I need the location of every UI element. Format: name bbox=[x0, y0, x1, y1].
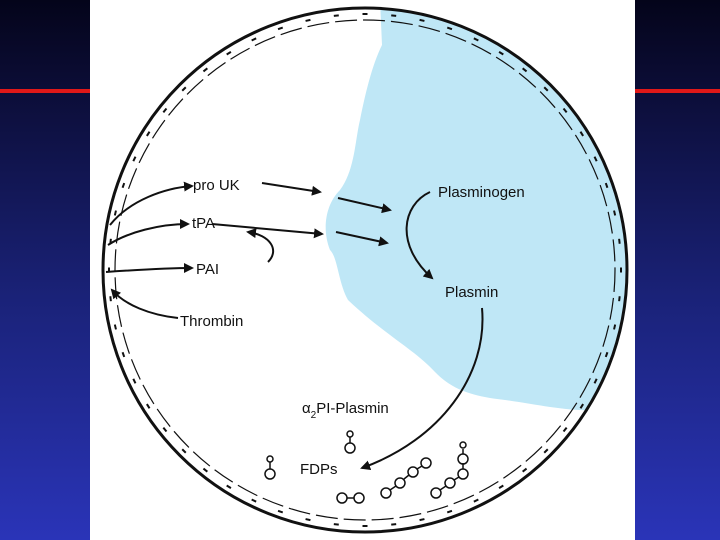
arrow-pro-uk-to-clot bbox=[261, 182, 322, 196]
cell-nucleus-mark bbox=[202, 67, 208, 73]
cell-nucleus-mark bbox=[618, 296, 621, 302]
fragment-icon-3 bbox=[336, 492, 365, 504]
cell-nucleus-mark bbox=[613, 210, 617, 216]
cell-nucleus-mark bbox=[362, 525, 368, 527]
cell-nucleus-mark bbox=[620, 267, 622, 273]
cell-nucleus-mark bbox=[593, 378, 598, 384]
arrow-plasmin-to-fdps bbox=[360, 307, 484, 470]
cell-nucleus-mark bbox=[391, 14, 397, 17]
cell-nucleus-mark bbox=[473, 498, 479, 503]
cell-nucleus-mark bbox=[391, 523, 397, 526]
cell-nucleus-mark bbox=[251, 37, 257, 42]
cell-nucleus-mark bbox=[132, 378, 137, 384]
fragment-icon-1 bbox=[264, 455, 276, 480]
label-pai: PAI bbox=[196, 261, 219, 278]
arrow-clot-in-1 bbox=[337, 197, 392, 214]
cell-nucleus-mark bbox=[522, 467, 528, 473]
cell-nucleus-mark bbox=[226, 51, 232, 56]
cell-nucleus-mark bbox=[498, 484, 504, 489]
fragment-icon-2 bbox=[344, 430, 356, 454]
fibrinolysis-diagram: pro UK tPA PAI Thrombin Plasminogen Plas… bbox=[101, 6, 629, 534]
label-thrombin: Thrombin bbox=[180, 313, 243, 330]
arrow-pai-inhibits-tpa bbox=[246, 228, 275, 263]
cell-nucleus-mark bbox=[146, 131, 151, 137]
cell-nucleus-mark bbox=[543, 86, 549, 92]
fragment-chain-2 bbox=[430, 441, 469, 499]
cell-nucleus-mark bbox=[604, 182, 609, 189]
cell-nucleus-mark bbox=[579, 403, 584, 409]
cell-nucleus-mark bbox=[121, 351, 126, 358]
cell-nucleus-mark bbox=[579, 131, 584, 137]
cell-nucleus-mark bbox=[277, 509, 284, 514]
endothelial-ring bbox=[101, 6, 629, 534]
cell-nucleus-mark bbox=[181, 86, 187, 92]
cell-nucleus-mark bbox=[419, 18, 425, 22]
label-pro-uk: pro UK bbox=[193, 177, 240, 194]
cell-nucleus-mark bbox=[162, 107, 168, 113]
cell-nucleus-mark bbox=[162, 427, 168, 433]
cell-nucleus-mark bbox=[305, 18, 311, 22]
label-alpha2pi-plasmin: α2PI-Plasmin bbox=[302, 400, 389, 421]
diagram-panel: pro UK tPA PAI Thrombin Plasminogen Plas… bbox=[90, 0, 635, 540]
cell-nucleus-mark bbox=[109, 296, 112, 302]
arrow-clot-in-2 bbox=[335, 231, 389, 247]
cell-nucleus-mark bbox=[333, 523, 339, 526]
cell-nucleus-mark bbox=[121, 182, 126, 189]
label-fdps: FDPs bbox=[300, 461, 338, 478]
label-tpa: tPA bbox=[192, 215, 215, 232]
cell-nucleus-mark bbox=[604, 351, 609, 358]
arrow-plasminogen-to-plasmin bbox=[405, 191, 434, 280]
cell-nucleus-mark bbox=[498, 51, 504, 56]
cell-nucleus-mark bbox=[522, 67, 528, 73]
arrow-wall-to-pai bbox=[105, 263, 194, 274]
cell-nucleus-mark bbox=[618, 238, 621, 244]
clot-region bbox=[325, 8, 627, 411]
release-arrows bbox=[105, 181, 484, 470]
cell-nucleus-mark bbox=[113, 324, 117, 330]
cell-nucleus-mark bbox=[202, 467, 208, 473]
cell-nucleus-mark bbox=[446, 509, 453, 514]
cell-nucleus-mark bbox=[562, 427, 568, 433]
cell-nucleus-mark bbox=[226, 484, 232, 489]
fragment-chain-1 bbox=[380, 457, 432, 499]
arrow-thrombin-to-wall bbox=[110, 288, 179, 319]
cell-nucleus-mark bbox=[562, 107, 568, 113]
cell-nucleus-mark bbox=[146, 403, 151, 409]
cell-nucleus-mark bbox=[251, 498, 257, 503]
label-plasmin: Plasmin bbox=[445, 284, 498, 301]
title-bar-accent-right bbox=[634, 89, 720, 93]
cell-nucleus-mark bbox=[473, 37, 479, 42]
cell-nucleus-mark bbox=[277, 26, 284, 31]
cell-nucleus-mark bbox=[446, 26, 453, 31]
arrow-wall-to-tpa bbox=[107, 219, 190, 246]
label-plasminogen: Plasminogen bbox=[438, 184, 525, 201]
arrow-tpa-to-clot bbox=[211, 223, 324, 239]
arrow-wall-to-pro-uk bbox=[109, 181, 194, 226]
cell-nucleus-mark bbox=[362, 13, 368, 15]
cell-nucleus-mark bbox=[132, 156, 137, 162]
cell-nucleus-mark bbox=[305, 518, 311, 522]
cell-nucleus-mark bbox=[613, 324, 617, 330]
title-bar-accent-left bbox=[0, 89, 92, 93]
fdp-fragments bbox=[264, 430, 469, 504]
cell-nucleus-mark bbox=[113, 210, 117, 216]
cell-nucleus-mark bbox=[419, 518, 425, 522]
cell-nucleus-mark bbox=[543, 448, 549, 454]
cell-nucleus-mark bbox=[181, 448, 187, 454]
cell-nucleus-mark bbox=[593, 156, 598, 162]
cell-nucleus-mark bbox=[333, 14, 339, 17]
